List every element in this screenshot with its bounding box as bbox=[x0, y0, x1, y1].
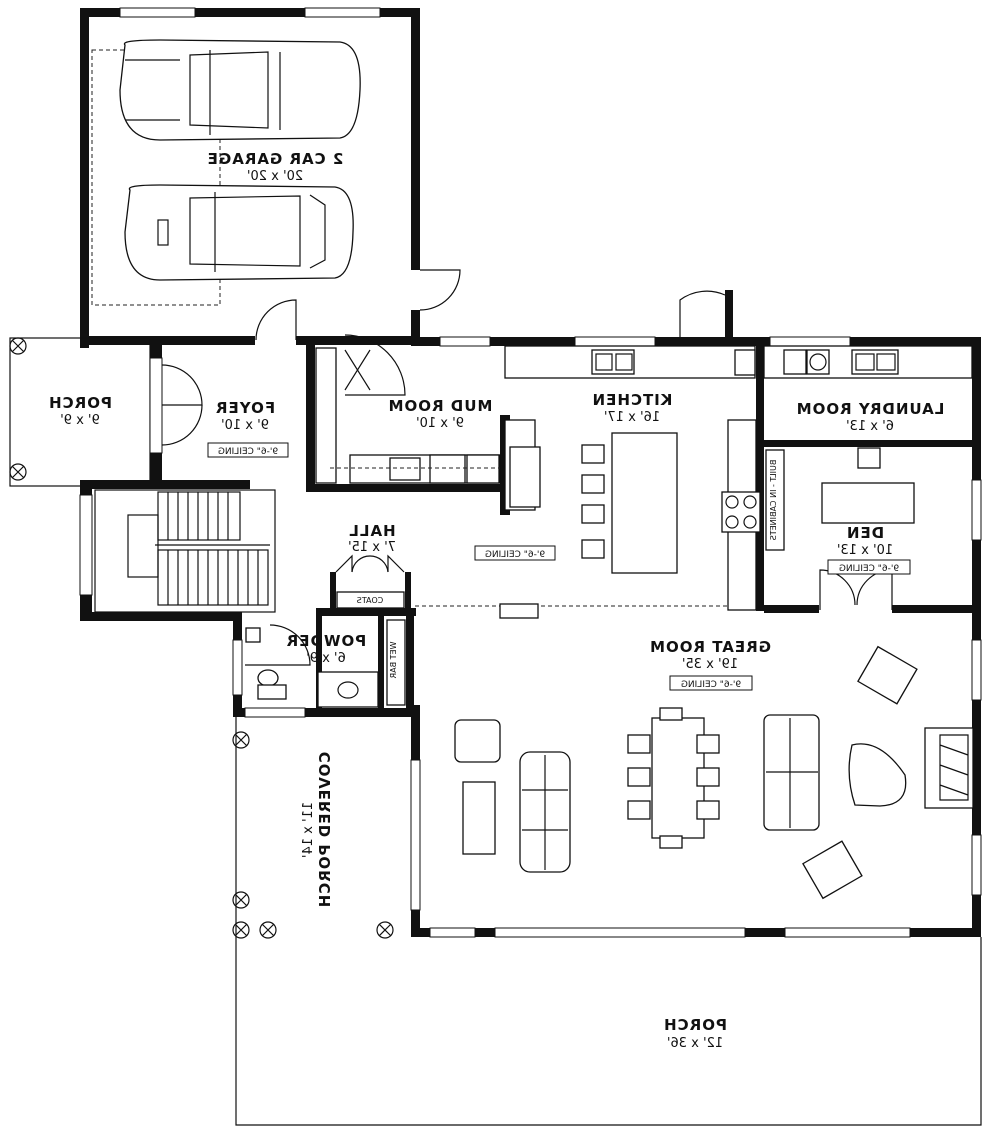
hall-name: HALL bbox=[348, 522, 395, 540]
car-bottom bbox=[124, 184, 354, 281]
porch-post-icon bbox=[232, 921, 250, 939]
covered-porch-size: 11' x 14' bbox=[301, 802, 316, 858]
covered-porch-outline bbox=[232, 717, 982, 1126]
porch-post-icon bbox=[9, 463, 27, 481]
porch-post-icon bbox=[232, 891, 250, 909]
great-room-name: GREAT ROOM bbox=[649, 638, 771, 656]
porch-bottom-size: 12' x 36' bbox=[667, 1036, 723, 1051]
powder-size: 6' x 9' bbox=[306, 651, 346, 666]
powder-fixtures bbox=[245, 619, 406, 708]
laundry-size: 6' x 13' bbox=[846, 419, 894, 434]
kitchen-fixtures bbox=[504, 345, 761, 611]
garage-walls bbox=[80, 7, 420, 348]
foyer-size: 9' x 10' bbox=[221, 418, 269, 433]
great-room-size: 19' x 35' bbox=[682, 657, 738, 672]
great-room-ceiling: 9'-6" CEILING bbox=[681, 680, 741, 690]
foyer-doors bbox=[161, 364, 203, 446]
garage-name: 2 CAR GARAGE bbox=[207, 150, 344, 168]
foyer-name: FOYER bbox=[215, 399, 275, 417]
laundry-fixtures bbox=[763, 345, 973, 379]
kitchen-door-swing bbox=[679, 290, 726, 340]
hall-size: 7' x 15' bbox=[348, 540, 396, 555]
laundry-name: LAUNDRY ROOM bbox=[796, 400, 945, 418]
mud-room-size: 9' x 10' bbox=[416, 416, 464, 431]
house-walls bbox=[79, 290, 982, 938]
porch-post-icon bbox=[9, 337, 27, 355]
coats-label: COATS bbox=[357, 596, 384, 605]
porch-post-icon bbox=[376, 921, 394, 939]
coats-closet bbox=[335, 554, 405, 609]
den-name: DEN bbox=[846, 524, 884, 542]
car-top bbox=[119, 39, 361, 141]
staircase bbox=[94, 489, 276, 613]
den-fixtures bbox=[765, 447, 915, 610]
great-room-furniture bbox=[454, 645, 974, 900]
porch-post-icon bbox=[259, 921, 277, 939]
mud-room-fixtures bbox=[315, 334, 501, 484]
wet-bar-note: WET BAR bbox=[389, 642, 398, 679]
den-size: 10' x 13' bbox=[837, 543, 893, 558]
left-porch-outline bbox=[9, 337, 151, 487]
covered-porch-name: COVERED PORCH bbox=[316, 752, 334, 909]
fireplace-hatch bbox=[499, 603, 539, 619]
garage-door-swings bbox=[255, 269, 461, 341]
porch-post-icon bbox=[232, 731, 250, 749]
porch-bottom-name: PORCH bbox=[663, 1016, 727, 1034]
mud-room-name: MUD ROOM bbox=[388, 397, 493, 415]
foyer-ceiling: 9'-6" CEILING bbox=[218, 447, 278, 457]
kitchen-ceiling: 9'-6" CEILING bbox=[485, 550, 545, 560]
kitchen-size: 16' x 17' bbox=[604, 410, 660, 425]
kitchen-name: KITCHEN bbox=[592, 391, 673, 409]
powder-name: POWDER bbox=[286, 632, 367, 650]
porch-left-size: 9' x 9' bbox=[60, 413, 100, 428]
garage-size: 20' x 20' bbox=[247, 169, 303, 184]
den-built-in-note: BUILT - IN CABINETS bbox=[769, 460, 778, 541]
den-ceiling: 9'-6" CEILING bbox=[839, 564, 899, 574]
porch-left-name: PORCH bbox=[48, 394, 112, 412]
